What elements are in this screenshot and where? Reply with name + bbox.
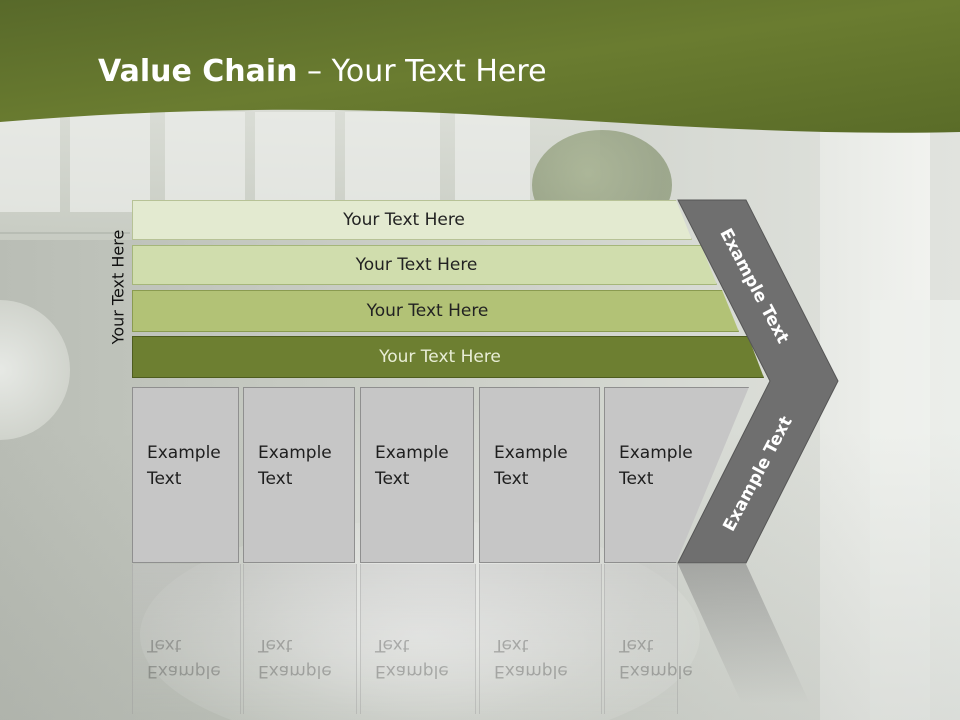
box-line-2: Text (375, 469, 410, 489)
header-band (0, 0, 960, 133)
box-line-1: Example (619, 443, 693, 463)
background-poster (70, 112, 150, 212)
background-pillar (870, 300, 960, 720)
band-label: Your Text Here (366, 301, 489, 321)
title-rest: – Your Text Here (297, 54, 547, 89)
box-line-1: Example (147, 443, 221, 463)
support-activity-band: Your Text Here (132, 200, 692, 240)
background-poster (165, 112, 245, 212)
background-poster (255, 112, 335, 212)
box-line-2: Text (147, 469, 182, 489)
box-line-1: Example (375, 443, 449, 463)
box-line-2: Text (494, 469, 529, 489)
title-bold: Value Chain (98, 54, 298, 89)
support-activity-band: Your Text Here (132, 290, 739, 332)
support-activity-band: Your Text Here (132, 336, 764, 378)
band-label: Your Text Here (355, 255, 478, 275)
box-line-1: Example (494, 443, 568, 463)
box-line-2: Text (619, 469, 654, 489)
background-rail (0, 232, 130, 234)
box-line-2: Text (258, 469, 293, 489)
support-activity-band: Your Text Here (132, 245, 717, 285)
background-poster (345, 112, 440, 212)
background-poster (455, 112, 530, 212)
background-poster (0, 112, 60, 212)
band-label: Your Text Here (343, 210, 465, 230)
band-label: Your Text Here (379, 347, 501, 367)
box-line-1: Example (258, 443, 332, 463)
slide-title: Value Chain – Your Text Here (98, 54, 547, 89)
